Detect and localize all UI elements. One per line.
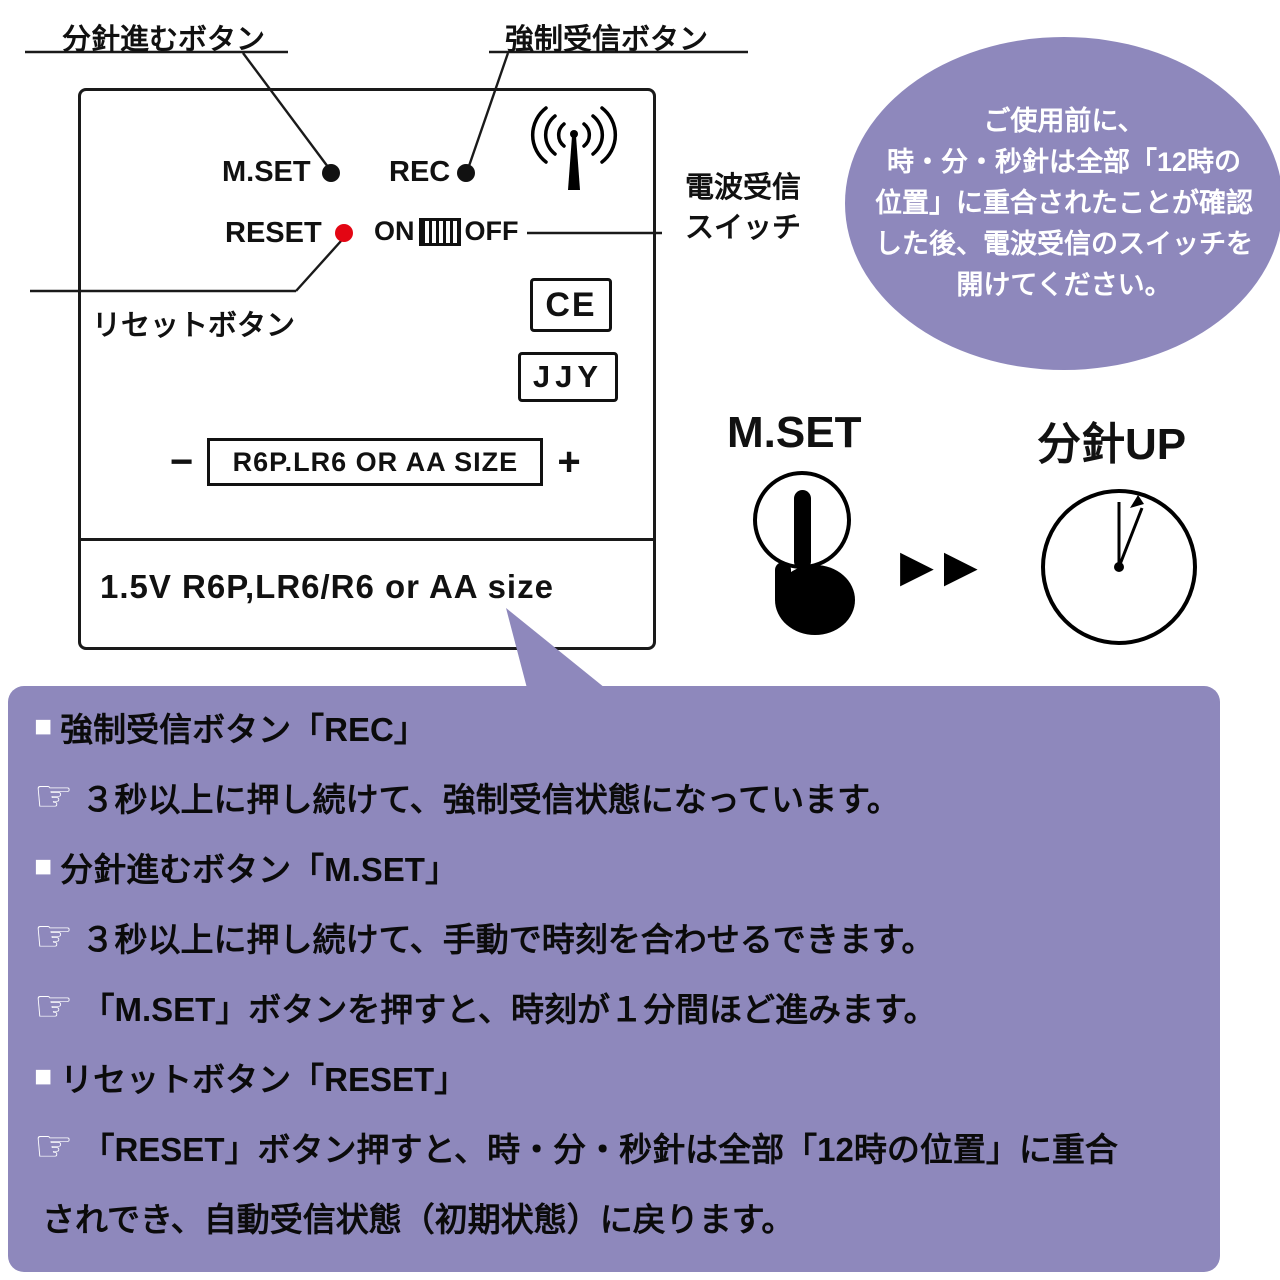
instruction-row: ☞ ３秒以上に押し続けて、手動で時刻を合わせるできます。 (34, 902, 1194, 972)
battery-spec-text: 1.5V R6P,LR6/R6 or AA size (100, 568, 554, 605)
advance-arrows: ▶ ▶ (900, 545, 978, 589)
instruction-text: ３秒以上に押し続けて、強制受信状態になっています。 (81, 781, 900, 818)
instruction-text: されでき、自動受信状態（初期状態）に戻ります。 (42, 1201, 795, 1238)
battery-size-box: R6P.LR6 OR AA SIZE (207, 438, 544, 486)
switch-off-label: OFF (464, 216, 519, 246)
force-receive-button-label: 強制受信ボタン (505, 24, 709, 56)
instruction-row: ■ 分針進むボタン「M.SET」 (34, 832, 1194, 902)
clock-back-panel (78, 88, 656, 650)
mset-button-dot (322, 164, 340, 182)
advance-arrow-icon-1: ▶ (900, 542, 934, 591)
notice-line-5: 開けてください。 (956, 270, 1172, 300)
radio-receive-switch: ON OFF (374, 216, 519, 247)
jjy-mark-text: JJY (532, 359, 604, 394)
pointing-hand-icon: ☞ (34, 912, 74, 961)
switch-on-label: ON (374, 216, 415, 246)
minute-advance-button-label: 分針進むボタン (62, 24, 266, 56)
instruction-row: ■ リセットボタン「RESET」 (34, 1042, 1194, 1112)
instruction-row: ☞ ３秒以上に押し続けて、強制受信状態になっています。 (34, 762, 1194, 832)
battery-plus-sign: + (557, 440, 581, 484)
notice-line-1: ご使用前に、 (983, 106, 1145, 136)
instruction-text: 「M.SET」ボタンを押すと、時刻が１分間ほど進みます。 (81, 991, 937, 1028)
antenna-icon (530, 106, 618, 190)
reset-button-dot (335, 224, 353, 242)
radio-switch-label-line2: スイッチ (684, 212, 801, 244)
square-bullet-icon: ■ (34, 1060, 53, 1093)
panel-divider (79, 538, 655, 541)
notice-line-4: した後、電波受信のスイッチを (875, 229, 1253, 259)
ce-mark-text: CE (545, 285, 597, 324)
battery-compartment: − R6P.LR6 OR AA SIZE + (170, 438, 581, 486)
notice-line-2: 時・分・秒針は全部「12時の (886, 147, 1242, 177)
mset-demo-title: M.SET (727, 408, 862, 457)
instruction-row: ☞ 「M.SET」ボタンを押すと、時刻が１分間ほど進みます。 (34, 972, 1194, 1042)
speech-pointer-triangle (506, 608, 610, 692)
pointing-hand-icon: ☞ (34, 982, 74, 1031)
rec-button-text: REC (389, 156, 451, 188)
minute-up-title: 分針UP (1037, 420, 1187, 469)
instruction-text: 強制受信ボタン「REC」 (60, 711, 427, 748)
clock-face-icon (1041, 489, 1197, 645)
instruction-row: ☞ 「RESET」ボタン押すと、時・分・秒針は全部「12時の位置」に重合 (34, 1112, 1194, 1182)
force-receive-leader-line (467, 52, 510, 167)
radio-switch-label: 電波受信 スイッチ (660, 168, 826, 248)
minute-button-leader-line (242, 52, 329, 168)
switch-slider-icon (418, 217, 461, 246)
radio-switch-label-line1: 電波受信 (684, 172, 801, 204)
reset-button-text: RESET (225, 217, 322, 249)
instructions-panel: ■ 強制受信ボタン「REC」 ☞ ３秒以上に押し続けて、強制受信状態になっていま… (8, 686, 1220, 1272)
pointing-hand-icon: ☞ (34, 772, 74, 821)
instruction-text: 分針進むボタン「M.SET」 (60, 851, 458, 888)
jjy-mark: JJY (518, 352, 618, 402)
rec-button-dot (457, 164, 475, 182)
instruction-text: リセットボタン「RESET」 (60, 1061, 468, 1098)
instruction-row: されでき、自動受信状態（初期状態）に戻ります。 (34, 1182, 1194, 1252)
instruction-row: ■ 強制受信ボタン「REC」 (34, 692, 1194, 762)
reset-button-label: リセットボタン (92, 310, 296, 342)
battery-minus-sign: − (170, 440, 194, 484)
instruction-text: 「RESET」ボタン押すと、時・分・秒針は全部「12時の位置」に重合 (81, 1131, 1118, 1168)
pointing-hand-icon: ☞ (34, 1122, 74, 1171)
mset-button-text: M.SET (222, 156, 311, 188)
notice-line-3: 位置」に重合されたことが確認 (875, 188, 1253, 218)
reset-leader-line (295, 240, 342, 292)
usage-notice-bubble: ご使用前に、 時・分・秒針は全部「12時の 位置」に重合されたことが確認 した後… (845, 37, 1280, 370)
square-bullet-icon: ■ (34, 850, 53, 883)
advance-arrow-icon-2: ▶ (943, 542, 978, 591)
square-bullet-icon: ■ (34, 710, 53, 743)
press-hand-icon (753, 471, 855, 635)
ce-mark: CE (530, 278, 612, 332)
instruction-text: ３秒以上に押し続けて、手動で時刻を合わせるできます。 (81, 921, 935, 958)
